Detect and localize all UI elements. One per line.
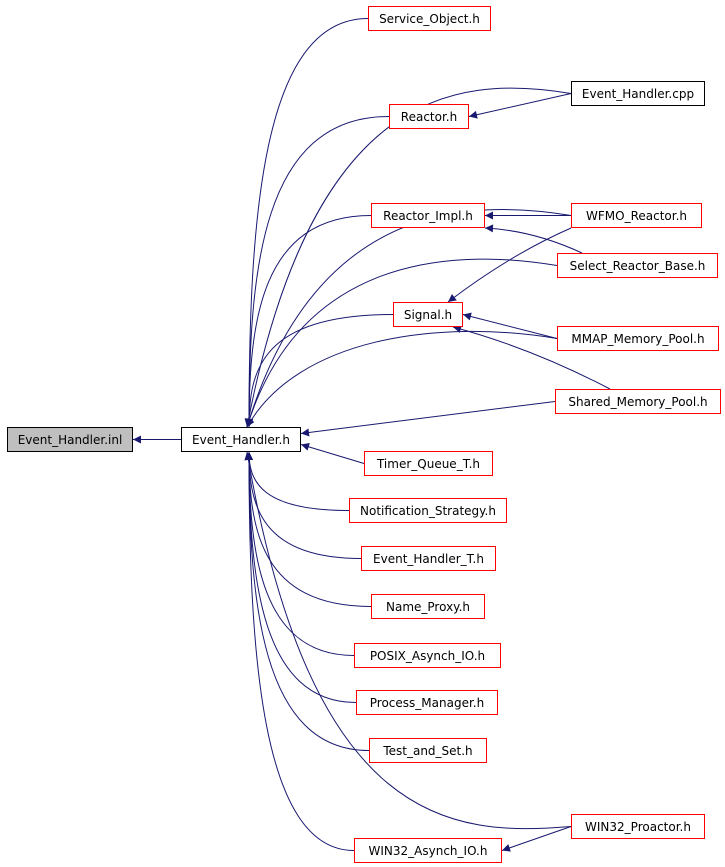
edge-wfmo-reactor-h-to-signal-h	[447, 227, 572, 303]
edge-event-handler-cpp-to-event-handler-h	[244, 87, 572, 428]
edge-select-reactor-base-h-to-event-handler-h	[245, 258, 558, 428]
edge-name-proxy-h-to-event-handler-h	[245, 451, 372, 607]
edge-posix-asynch-io-h-to-event-handler-h	[245, 451, 355, 656]
edge-process-manager-h-to-event-handler-h	[245, 451, 357, 703]
edge-select-reactor-base-h-to-reactor-impl-h	[484, 224, 583, 254]
edge-service-object-h-to-event-handler-h	[245, 18, 369, 428]
node-timer-queue-t-h[interactable]: Timer_Queue_T.h	[364, 451, 493, 476]
edge-mmap-memory-pool-h-to-signal-h	[462, 312, 558, 339]
node-reactor-h[interactable]: Reactor.h	[389, 104, 469, 129]
edge-mmap-memory-pool-h-to-event-handler-h	[246, 330, 558, 428]
node-select-reactor-base-h[interactable]: Select_Reactor_Base.h	[557, 253, 718, 278]
edge-timer-queue-t-h-to-event-handler-h	[300, 442, 365, 464]
node-reactor-impl-h[interactable]: Reactor_Impl.h	[371, 203, 485, 228]
node-mmap-memory-pool-h[interactable]: MMAP_Memory_Pool.h	[557, 326, 719, 351]
node-service-object-h[interactable]: Service_Object.h	[368, 6, 491, 31]
edge-shared-memory-pool-h-to-signal-h	[452, 325, 611, 390]
node-event-handler-cpp[interactable]: Event_Handler.cpp	[571, 81, 705, 106]
node-posix-asynch-io-h[interactable]: POSIX_Asynch_IO.h	[354, 643, 501, 668]
node-event-handler-t-h[interactable]: Event_Handler_T.h	[361, 546, 496, 571]
edge-reactor-h-to-event-handler-h	[245, 116, 390, 428]
node-win32-asynch-io-h[interactable]: WIN32_Asynch_IO.h	[354, 838, 502, 863]
edge-win32-proactor-h-to-win32-asynch-io-h	[501, 826, 572, 852]
node-process-manager-h[interactable]: Process_Manager.h	[356, 690, 498, 715]
node-notification-strategy-h[interactable]: Notification_Strategy.h	[349, 498, 507, 523]
node-win32-proactor-h[interactable]: WIN32_Proactor.h	[571, 814, 705, 839]
edge-wfmo-reactor-h-to-event-handler-h	[245, 208, 572, 428]
edge-test-and-set-h-to-event-handler-h	[245, 451, 370, 751]
node-signal-h[interactable]: Signal.h	[393, 302, 463, 327]
edge-notification-strategy-h-to-event-handler-h	[245, 451, 350, 511]
node-wfmo-reactor-h[interactable]: WFMO_Reactor.h	[571, 203, 702, 228]
edge-shared-memory-pool-h-to-event-handler-h	[300, 401, 556, 437]
node-event-handler-h[interactable]: Event_Handler.h	[181, 427, 301, 452]
node-name-proxy-h[interactable]: Name_Proxy.h	[371, 594, 485, 619]
edge-win32-asynch-io-h-to-event-handler-h	[245, 451, 355, 851]
node-shared-memory-pool-h[interactable]: Shared_Memory_Pool.h	[555, 389, 721, 414]
edge-event-handler-cpp-to-reactor-h	[468, 93, 572, 119]
edge-signal-h-to-event-handler-h	[245, 314, 394, 428]
node-event-handler-inl: Event_Handler.inl	[7, 427, 133, 452]
edge-reactor-impl-h-to-event-handler-h	[245, 215, 372, 428]
node-test-and-set-h[interactable]: Test_and_Set.h	[369, 738, 487, 763]
edge-win32-proactor-h-to-event-handler-h	[244, 451, 572, 830]
